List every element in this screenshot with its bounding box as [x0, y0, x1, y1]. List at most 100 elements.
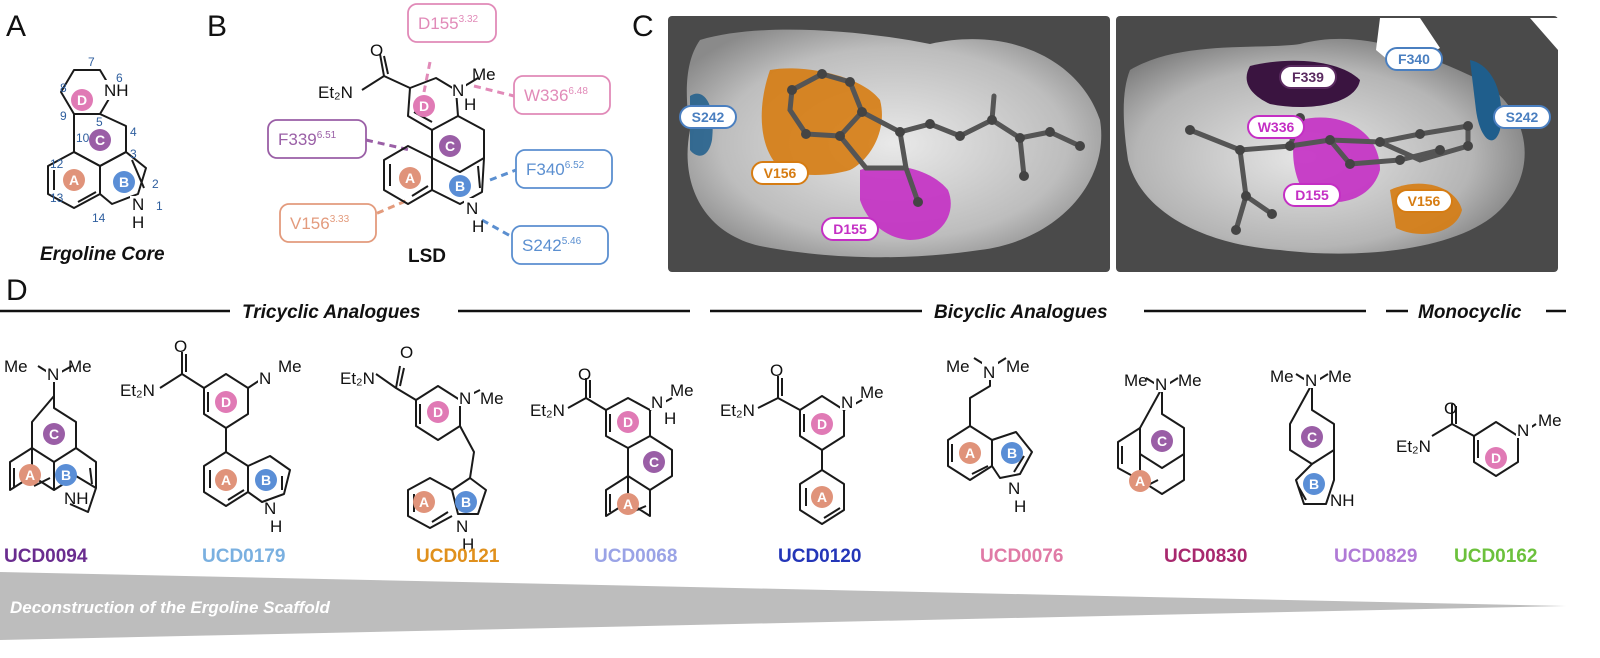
pocket-view-left: [668, 16, 1110, 272]
ring-label: D: [221, 394, 231, 410]
pill-label: F339: [1292, 69, 1324, 85]
atom-h: H: [270, 517, 282, 536]
ring-label: D: [433, 404, 443, 420]
ring-label: A: [25, 467, 35, 483]
panel-label-b: B: [207, 10, 227, 43]
ergoline-caption: Ergoline Core: [40, 244, 165, 265]
pocket-pill-s242: S242: [1493, 105, 1551, 129]
atom-me: Me: [480, 389, 504, 408]
compound-name-ucd0076: UCD0076: [980, 546, 1063, 567]
atom-number: 8: [60, 81, 67, 95]
atom-n: N: [259, 369, 271, 388]
ring-label: A: [817, 489, 827, 505]
atom-n: N: [841, 393, 853, 412]
atom-number: 10: [76, 131, 90, 145]
residue-superscript: 5.46: [562, 236, 582, 247]
atom-number: 13: [50, 191, 64, 205]
residue-box-f340: F3406.52: [515, 149, 613, 189]
atom-n: N: [47, 365, 59, 384]
pill-label: V156: [764, 165, 797, 181]
residue-superscript: 3.32: [459, 14, 479, 25]
atom-me: Me: [946, 357, 970, 376]
atom-n: N: [264, 499, 276, 518]
section-headers: Tricyclic Analogues Bicyclic Analogues M…: [0, 302, 1566, 323]
ring-label: D: [623, 414, 633, 430]
compound-ucd0829-structure: C B Me N Me NH: [1270, 367, 1355, 510]
pocket-pill-v156: V156: [1395, 189, 1453, 213]
atom-et2n: Et₂N: [720, 401, 755, 420]
compound-name-ucd0068: UCD0068: [594, 546, 677, 567]
ring-label: A: [965, 445, 975, 461]
compound-name-ucd0829: UCD0829: [1334, 546, 1417, 567]
ring-label: C: [1307, 429, 1317, 445]
atom-number: 14: [92, 211, 106, 225]
section-monocyclic: Monocyclic: [1418, 302, 1522, 323]
ergoline-nh-top: NH: [104, 81, 129, 100]
atom-me: Me: [1124, 371, 1148, 390]
atom-h: H: [462, 535, 474, 554]
ring-label: B: [261, 472, 271, 488]
pill-label: W336: [1258, 119, 1295, 135]
ring-label: C: [1157, 433, 1167, 449]
pocket-pill-s242: S242: [679, 105, 737, 129]
atom-number: 1: [156, 199, 163, 213]
atom-me: Me: [1178, 371, 1202, 390]
ring-b-label: B: [119, 174, 129, 190]
atom-me: Me: [68, 357, 92, 376]
atom-number: 2: [152, 177, 159, 191]
ergoline-h: H: [132, 213, 144, 232]
deconstruction-wedge: [0, 572, 1566, 640]
ring-a-label: A: [405, 170, 415, 186]
compound-ucd0830-structure: C A Me N Me: [1117, 371, 1202, 495]
pocket-view-right: [1116, 16, 1558, 272]
atom-h: H: [664, 409, 676, 428]
deconstruction-label: Deconstruction of the Ergoline Scaffold: [10, 598, 330, 617]
ring-label: D: [1491, 450, 1501, 466]
ring-c-label: C: [445, 138, 455, 154]
ring-b-label: B: [455, 178, 465, 194]
atom-o: O: [174, 337, 187, 356]
panel-label-d: D: [6, 274, 28, 307]
residue-box-s242: S2425.46: [511, 225, 609, 265]
pill-label: F340: [1398, 51, 1430, 67]
atom-number: 7: [88, 55, 95, 69]
atom-o: O: [1444, 399, 1457, 418]
atom-me: Me: [4, 357, 28, 376]
atom-me: Me: [1328, 367, 1352, 386]
atom-number: 9: [60, 109, 67, 123]
ring-label: A: [419, 494, 429, 510]
ring-c-label: C: [95, 132, 105, 148]
atom-n: N: [1155, 375, 1167, 394]
ergoline-core-structure: D C A B NH N H 7 6 8 9 5 10 4 3 12 2 13 …: [40, 55, 165, 265]
ring-label: B: [1007, 445, 1017, 461]
pocket-pill-d155: D155: [821, 217, 879, 241]
pocket-pill-f339: F339: [1279, 65, 1337, 89]
ring-label: B: [61, 467, 71, 483]
lsd-me: Me: [472, 65, 496, 84]
residue-box-f339: F3396.51: [267, 119, 367, 159]
atom-o: O: [400, 343, 413, 362]
ring-label: C: [49, 426, 59, 442]
ring-d-marker: [71, 89, 93, 111]
residue-superscript: 6.51: [317, 130, 337, 141]
ring-d-label: D: [77, 92, 87, 108]
ring-label: B: [461, 494, 471, 510]
lsd-et2n: Et₂N: [318, 83, 353, 102]
lsd-indole-n: N: [466, 199, 478, 218]
lsd-oxygen: O: [370, 41, 383, 60]
compound-name-ucd0120: UCD0120: [778, 546, 861, 567]
section-tricyclic: Tricyclic Analogues: [242, 302, 420, 323]
panel-label-a: A: [6, 10, 26, 43]
atom-me: Me: [1006, 357, 1030, 376]
ring-a-marker: [63, 169, 85, 191]
compound-name-ucd0830: UCD0830: [1164, 546, 1247, 567]
pill-label: V156: [1408, 193, 1441, 209]
pocket-pill-v156: V156: [751, 161, 809, 185]
residue-superscript: 6.48: [568, 86, 588, 97]
ring-label: A: [623, 496, 633, 512]
ring-c-marker: [89, 129, 111, 151]
compound-ucd0068-structure: D C A O Et₂N N Me H: [530, 365, 694, 517]
atom-n: N: [456, 517, 468, 536]
